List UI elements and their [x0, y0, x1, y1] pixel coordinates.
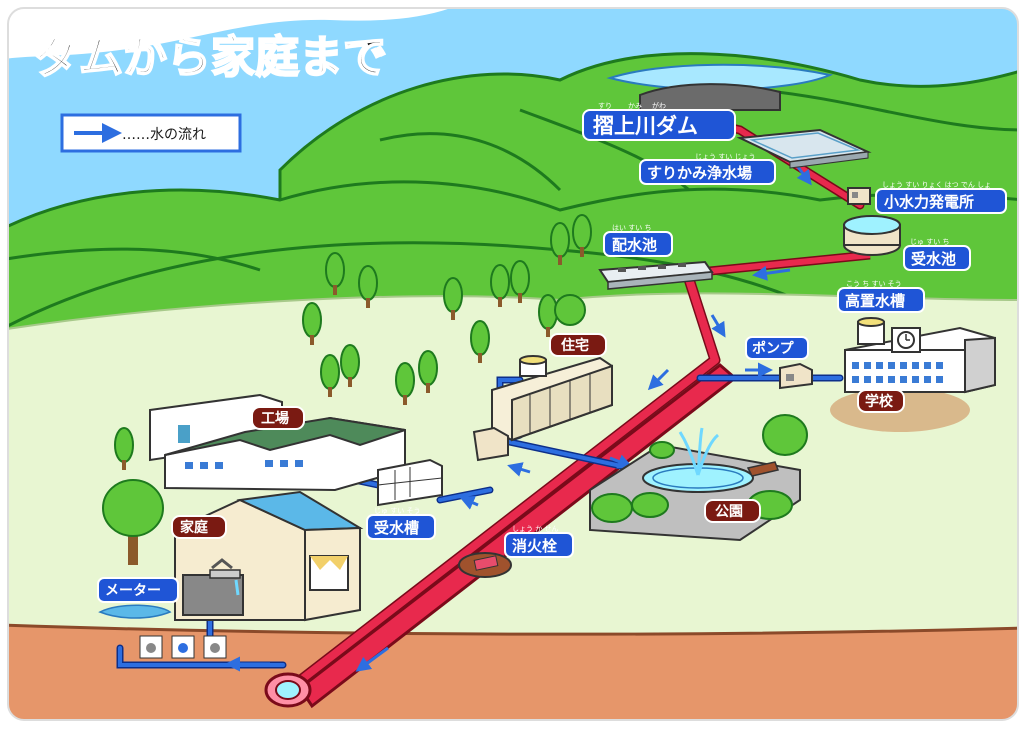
factory-building	[149, 393, 443, 507]
label-purification: じょう すい じょう すりかみ浄水場	[639, 153, 776, 185]
label-dam-ruby-1: すり	[598, 102, 612, 110]
label-hydro: しょう すい りょく はつ でん しょ 小水力発電所	[875, 181, 1007, 214]
label-hydro-text: 小水力発電所	[884, 193, 974, 211]
hill-ridge	[8, 247, 261, 272]
label-home-text: 家庭	[180, 519, 209, 536]
label-dam-text: 摺上川ダム	[593, 114, 698, 138]
ground	[8, 623, 1018, 720]
label-distribution-pond: はい すい ち 配水池	[603, 224, 673, 257]
purification-plant	[736, 128, 872, 169]
label-receiving-pond-text: 受水池	[911, 250, 956, 268]
label-pump-text: ポンプ	[752, 340, 795, 357]
label-meter: メーター	[97, 577, 179, 603]
label-hydro-ruby: しょう すい りょく はつ でん しょ	[882, 181, 991, 189]
label-meter-text: メーター	[105, 583, 161, 599]
pump-house	[779, 362, 813, 390]
label-school-text: 学校	[865, 393, 894, 410]
label-receiving-pond-ruby: じゅ すい ち	[910, 238, 949, 246]
label-distribution-pond-text: 配水池	[612, 236, 657, 254]
label-receiving-pond: じゅ すい ち 受水池	[903, 238, 971, 271]
label-elevated-tank: こう ち すい そう 高置水槽	[837, 280, 925, 313]
label-park: 公園	[704, 499, 761, 523]
flow-arrows	[225, 162, 812, 672]
frame	[7, 7, 1019, 721]
legend-text: ……水の流れ	[122, 127, 206, 143]
label-hydrant-ruby: しょう か せん	[512, 525, 558, 533]
distribution-pond	[598, 260, 714, 290]
housing-building	[472, 355, 613, 462]
label-elevated-tank-ruby: こう ち すい そう	[846, 280, 902, 288]
label-receiving-tank: じゅ すい そう 受水槽	[366, 507, 436, 540]
hill-ridge	[8, 241, 821, 332]
label-factory-text: 工場	[261, 410, 289, 427]
hydrant-cover	[458, 552, 512, 578]
label-home: 家庭	[171, 515, 227, 539]
label-housing-text: 住宅	[561, 337, 589, 354]
receiving-pond	[843, 215, 901, 256]
hill-ridge	[519, 108, 702, 202]
label-elevated-tank-text: 高置水槽	[845, 292, 905, 310]
label-hydrant: しょう か せん 消火栓	[504, 525, 574, 558]
trees	[8, 8, 592, 565]
dam-wall	[639, 83, 781, 111]
label-receiving-tank-text: 受水槽	[374, 519, 419, 537]
label-hydrant-text: 消火栓	[512, 537, 557, 555]
label-dam-ruby-3: がわ	[652, 101, 666, 110]
label-housing: 住宅	[549, 333, 607, 357]
label-receiving-tank-ruby: じゅ すい そう	[374, 507, 420, 515]
label-purification-ruby: じょう すい じょう	[695, 153, 755, 161]
label-park-text: 公園	[715, 504, 743, 520]
big-tree	[102, 479, 164, 565]
hill-ridge	[379, 132, 562, 192]
label-purification-text: すりかみ浄水場	[647, 164, 752, 182]
hydro-station	[847, 187, 871, 205]
label-pump: ポンプ	[745, 336, 809, 360]
hill-ridge	[759, 88, 1018, 132]
legend: ……水の流れ	[60, 113, 242, 153]
page-title: ダムから家庭まで	[35, 32, 387, 83]
meter-pit	[98, 604, 227, 659]
cloud	[8, 8, 470, 60]
label-dam-ruby-2: かみ	[628, 102, 642, 110]
label-distribution-pond-ruby: はい すい ち	[612, 224, 651, 232]
label-school: 学校	[857, 389, 905, 413]
labels: すり かみ がわ 摺上川ダム じょう すい じょう すりかみ浄水場 しょう すい…	[97, 101, 1007, 603]
label-dam: すり かみ がわ 摺上川ダム	[582, 101, 736, 141]
label-factory: 工場	[251, 406, 305, 430]
